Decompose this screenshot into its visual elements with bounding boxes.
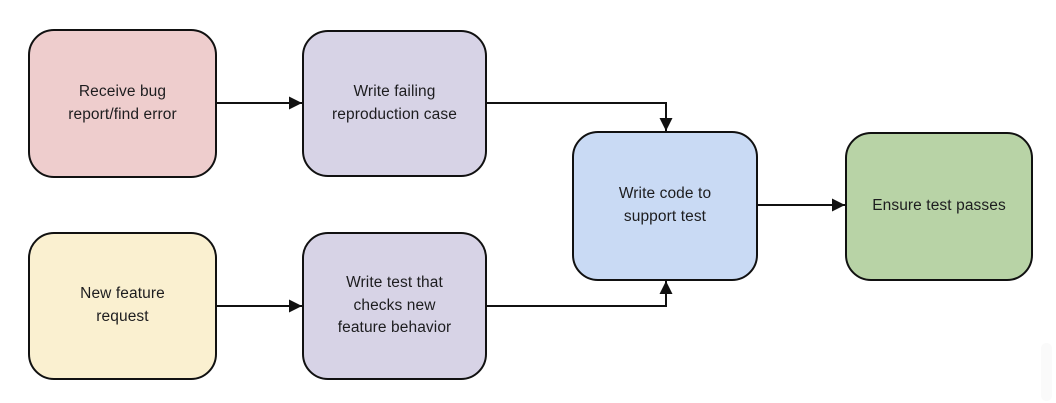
node-write-test-checks-feature: Write test that checks new feature behav… — [302, 232, 487, 380]
node-label: Write failing reproduction case — [332, 82, 457, 123]
node-ensure-test-passes: Ensure test passes — [845, 132, 1033, 281]
edge-write-test-to-write-code — [487, 281, 673, 307]
node-receive-bug-report: Receive bug report/find error — [28, 29, 217, 178]
node-label: Ensure test passes — [872, 197, 1006, 215]
node-label: Receive bug report/find error — [68, 82, 177, 123]
node-label: New feature request — [80, 285, 165, 325]
edge-failing-repro-to-write-code — [487, 102, 673, 131]
scrollbar-thumb[interactable] — [1041, 343, 1052, 401]
node-label: Write code to support test — [618, 185, 712, 225]
node-new-feature-request: New feature request — [28, 232, 217, 380]
node-label: Write test that checks new feature behav… — [337, 273, 452, 337]
node-write-code-support-test: Write code to support test — [572, 131, 758, 281]
node-write-failing-repro: Write failing reproduction case — [302, 30, 487, 177]
